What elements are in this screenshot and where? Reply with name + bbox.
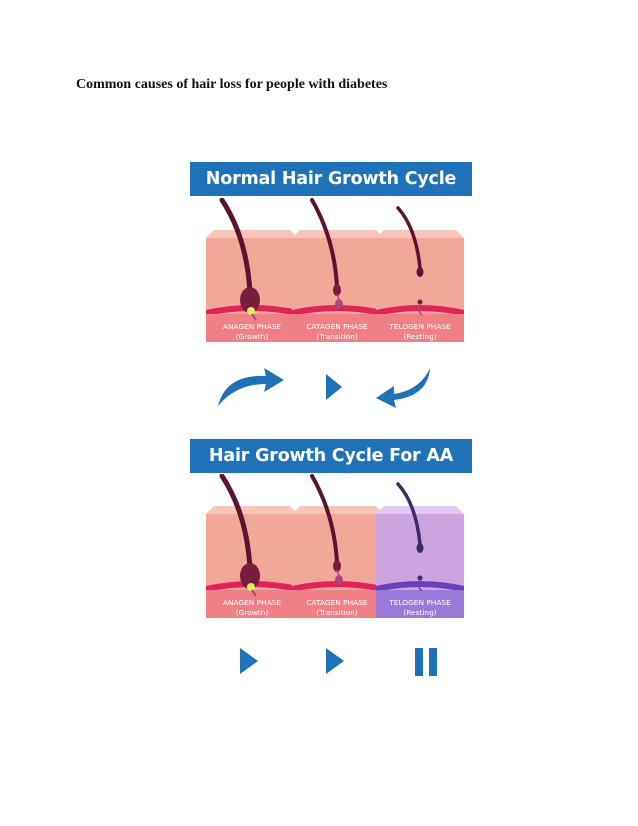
catagen-phase-sub: (Transition) xyxy=(316,332,358,341)
aa-anagen-phase-label: ANAGEN PHASE xyxy=(223,598,282,607)
document-heading: Common causes of hair loss for people wi… xyxy=(76,77,388,92)
telogen-phase-sub: (Resting) xyxy=(403,332,436,341)
aa-cycle-controls xyxy=(190,640,474,690)
play-icon xyxy=(240,648,258,674)
aa-anagen-phase-sub: (Growth) xyxy=(236,608,269,617)
telogen-phase-label: TELOGEN PHASE xyxy=(388,322,451,331)
anagen-phase-sub: (Growth) xyxy=(236,332,269,341)
catagen-phase-label: CATAGEN PHASE xyxy=(306,322,368,331)
normal-cycle-banner: Normal Hair Growth Cycle xyxy=(190,162,472,196)
hair-growth-infographic: Normal Hair Growth Cycle ANAGEN PHASE (G… xyxy=(190,162,474,682)
anagen-phase-label: ANAGEN PHASE xyxy=(223,322,282,331)
play-icon xyxy=(326,374,342,400)
aa-catagen-phase-label: CATAGEN PHASE xyxy=(306,598,368,607)
aa-cycle-panels: ANAGEN PHASE (Growth) CATAGEN PHASE (Tra… xyxy=(202,474,464,619)
aa-telogen-phase-sub: (Resting) xyxy=(403,608,436,617)
telogen-panel: TELOGEN PHASE (Resting) xyxy=(376,206,464,342)
aa-anagen-panel: ANAGEN PHASE (Growth) xyxy=(206,474,298,618)
normal-cycle-panels: ANAGEN PHASE (Growth) CATAGEN PHASE (Tra… xyxy=(202,198,464,343)
aa-catagen-panel: CATAGEN PHASE (Transition) xyxy=(292,474,384,618)
aa-catagen-phase-sub: (Transition) xyxy=(316,608,358,617)
aa-cycle-banner: Hair Growth Cycle For AA xyxy=(190,439,472,473)
aa-telogen-panel: TELOGEN PHASE (Resting) xyxy=(376,482,464,618)
curved-arrow-up-icon xyxy=(218,368,284,406)
normal-cycle-controls xyxy=(190,362,474,412)
curved-arrow-down-icon xyxy=(376,368,430,408)
pause-icon xyxy=(415,648,437,676)
anagen-panel: ANAGEN PHASE (Growth) xyxy=(206,198,298,342)
aa-telogen-phase-label: TELOGEN PHASE xyxy=(388,598,451,607)
play-icon xyxy=(326,648,344,674)
catagen-panel: CATAGEN PHASE (Transition) xyxy=(292,198,384,342)
